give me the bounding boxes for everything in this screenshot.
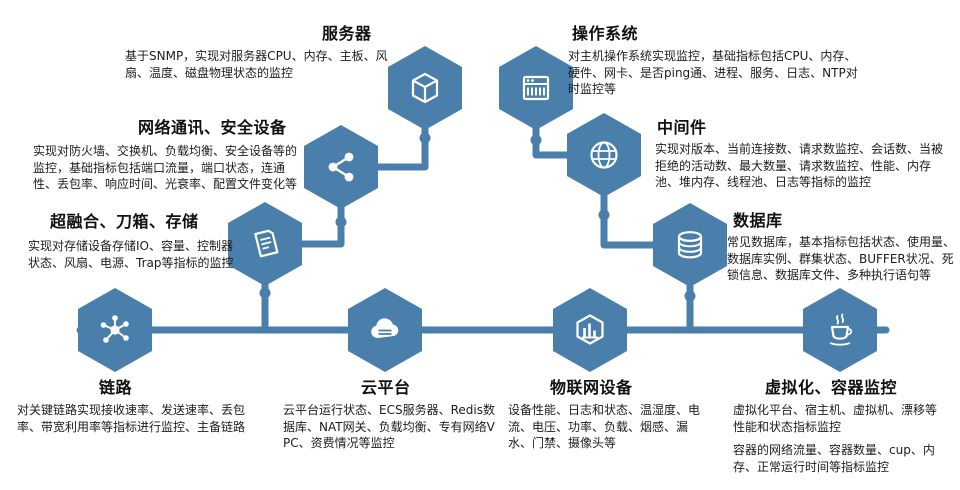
scroll-icon: [245, 224, 285, 264]
virtualization-desc: 虚拟化平台、宿主机、虚拟机、漂移等性能和状态指标监控 容器的网络流量、容器数量、…: [733, 402, 947, 475]
cube-icon: [405, 68, 445, 108]
java-cup-icon: [820, 310, 860, 350]
virtualization-desc-container: 容器的网络流量、容器数量、cup、内存、正常运行时间等指标监控: [733, 443, 935, 474]
link-desc: 对关键链路实现接收速率、发送速率、丢包率、带宽利用率等指标进行监控、主备链路: [17, 403, 246, 434]
storage-desc: 实现对存储设备存储IO、容量、控制器状态、风扇、电源、Trap等指标的监控: [28, 239, 234, 270]
hub-icon: [95, 310, 135, 350]
middleware-title: 中间件: [657, 118, 707, 137]
junction-dots: [259, 132, 696, 302]
virtualization-desc-platform: 虚拟化平台、宿主机、虚拟机、漂移等性能和状态指标监控: [733, 403, 938, 434]
cloud-desc: 云平台运行状态、ECS服务器、Redis数据库、NAT网关、负载均衡、专有网络V…: [283, 403, 495, 451]
server-desc: 基于SNMP，实现对服务器CPU、内存、主板、风扇、温度、磁盘物理状态的监控: [125, 49, 388, 80]
globe-icon: [584, 135, 624, 175]
network-desc: 实现对防火墙、交换机、负载均衡、安全设备等的监控，基础指标包括端口流量，端口状态…: [33, 144, 298, 192]
virtualization-title: 虚拟化、容器监控: [765, 378, 898, 397]
os-title: 操作系统: [572, 24, 639, 43]
network-node: [304, 125, 378, 209]
cloud-title: 云平台: [361, 378, 411, 397]
network-title: 网络通讯、安全设备: [138, 118, 287, 137]
hexagon-chart-icon: [570, 310, 610, 350]
storage-title: 超融合、刀箱、存储: [50, 212, 199, 231]
cloud-node: [348, 288, 422, 372]
share-nodes-icon: [321, 147, 361, 187]
link-title: 链路: [99, 378, 133, 397]
server-title: 服务器: [322, 24, 372, 43]
middleware-desc: 实现对版本、当前连接数、请求数监控、会话数、当被拒绝的活动数、最大数量、请求数监…: [655, 142, 944, 190]
iot-title: 物联网设备: [550, 378, 633, 397]
iot-desc: 设备性能、日志和状态、温湿度、电流、电压、功率、负载、烟感、漏水、门禁、摄像头等: [508, 403, 701, 451]
os-desc: 对主机操作系统实现监控，基础指标包括CPU、内存、硬件、网卡、是否ping通、进…: [568, 49, 858, 97]
database-icon: [670, 225, 710, 265]
server-node: [388, 46, 462, 130]
server-rack-icon: [516, 68, 556, 108]
database-title: 数据库: [733, 211, 783, 230]
database-desc: 常见数据库，基本指标包括状态、使用量、数据库实例、群集状态、BUFFER状况、死…: [727, 235, 956, 283]
cloud-icon: [365, 310, 405, 350]
